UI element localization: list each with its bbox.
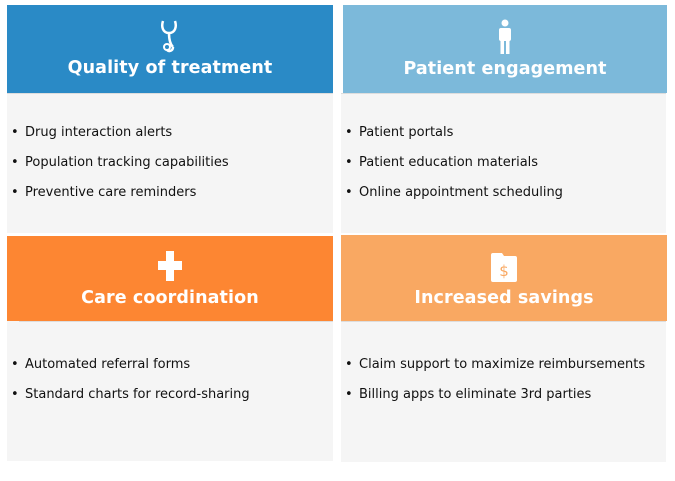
item-text: Patient education materials: [359, 155, 539, 170]
item-text: Online appointment scheduling: [359, 185, 563, 200]
dollar-folder-icon: $: [491, 253, 517, 282]
list-item: •Billing apps to eliminate 3rd parties: [345, 387, 592, 402]
panel-header: Care coordination: [7, 236, 333, 321]
item-text: Billing apps to eliminate 3rd parties: [359, 387, 592, 402]
list-item: •Patient portals: [345, 125, 454, 140]
item-text: Patient portals: [359, 125, 454, 140]
plus-icon: [158, 251, 182, 281]
divider: [19, 321, 333, 322]
bullet-list: •Patient portals •Patient education mate…: [345, 125, 563, 215]
list-item: •Population tracking capabilities: [11, 155, 229, 170]
panel-increased-savings: $ Increased savings •Claim support to ma…: [341, 235, 667, 462]
bullet-list: •Automated referral forms •Standard char…: [11, 357, 250, 417]
person-icon: [499, 19, 511, 54]
item-text: Standard charts for record-sharing: [25, 387, 250, 402]
bullet-list: •Claim support to maximize reimbursement…: [345, 357, 645, 417]
list-item: •Automated referral forms: [11, 357, 191, 372]
list-item: •Drug interaction alerts: [11, 125, 173, 140]
svg-text:$: $: [499, 262, 509, 280]
item-text: Preventive care reminders: [25, 185, 197, 200]
list-item: •Claim support to maximize reimbursement…: [345, 357, 646, 372]
item-text: Automated referral forms: [25, 357, 191, 372]
item-text: Population tracking capabilities: [25, 155, 229, 170]
panel-quality-of-treatment: Quality of treatment •Drug interaction a…: [7, 5, 333, 233]
panel-body: •Claim support to maximize reimbursement…: [341, 321, 666, 462]
bullet-list: •Drug interaction alerts •Population tra…: [11, 125, 229, 215]
panel-header: Quality of treatment: [7, 5, 333, 93]
panel-patient-engagement: Patient engagement •Patient portals •Pat…: [341, 5, 667, 233]
panel-care-coordination: Care coordination •Automated referral fo…: [7, 236, 333, 461]
list-item: •Standard charts for record-sharing: [11, 387, 250, 402]
panel-title: Quality of treatment: [67, 58, 273, 78]
panel-body: •Patient portals •Patient education mate…: [341, 93, 666, 233]
panel-header: Patient engagement: [343, 5, 667, 93]
list-item: •Online appointment scheduling: [345, 185, 563, 200]
item-text: Claim support to maximize reimbursements: [359, 357, 646, 372]
list-item: •Patient education materials: [345, 155, 539, 170]
panel-title: Patient engagement: [403, 59, 607, 79]
panel-header: $ Increased savings: [341, 235, 667, 321]
panel-body: •Drug interaction alerts •Population tra…: [7, 93, 333, 233]
panel-title: Care coordination: [81, 288, 259, 308]
panel-body: •Automated referral forms •Standard char…: [7, 321, 333, 461]
stethoscope-icon: [161, 20, 177, 53]
item-text: Drug interaction alerts: [25, 125, 173, 140]
list-item: •Preventive care reminders: [11, 185, 197, 200]
panel-title: Increased savings: [414, 288, 594, 308]
